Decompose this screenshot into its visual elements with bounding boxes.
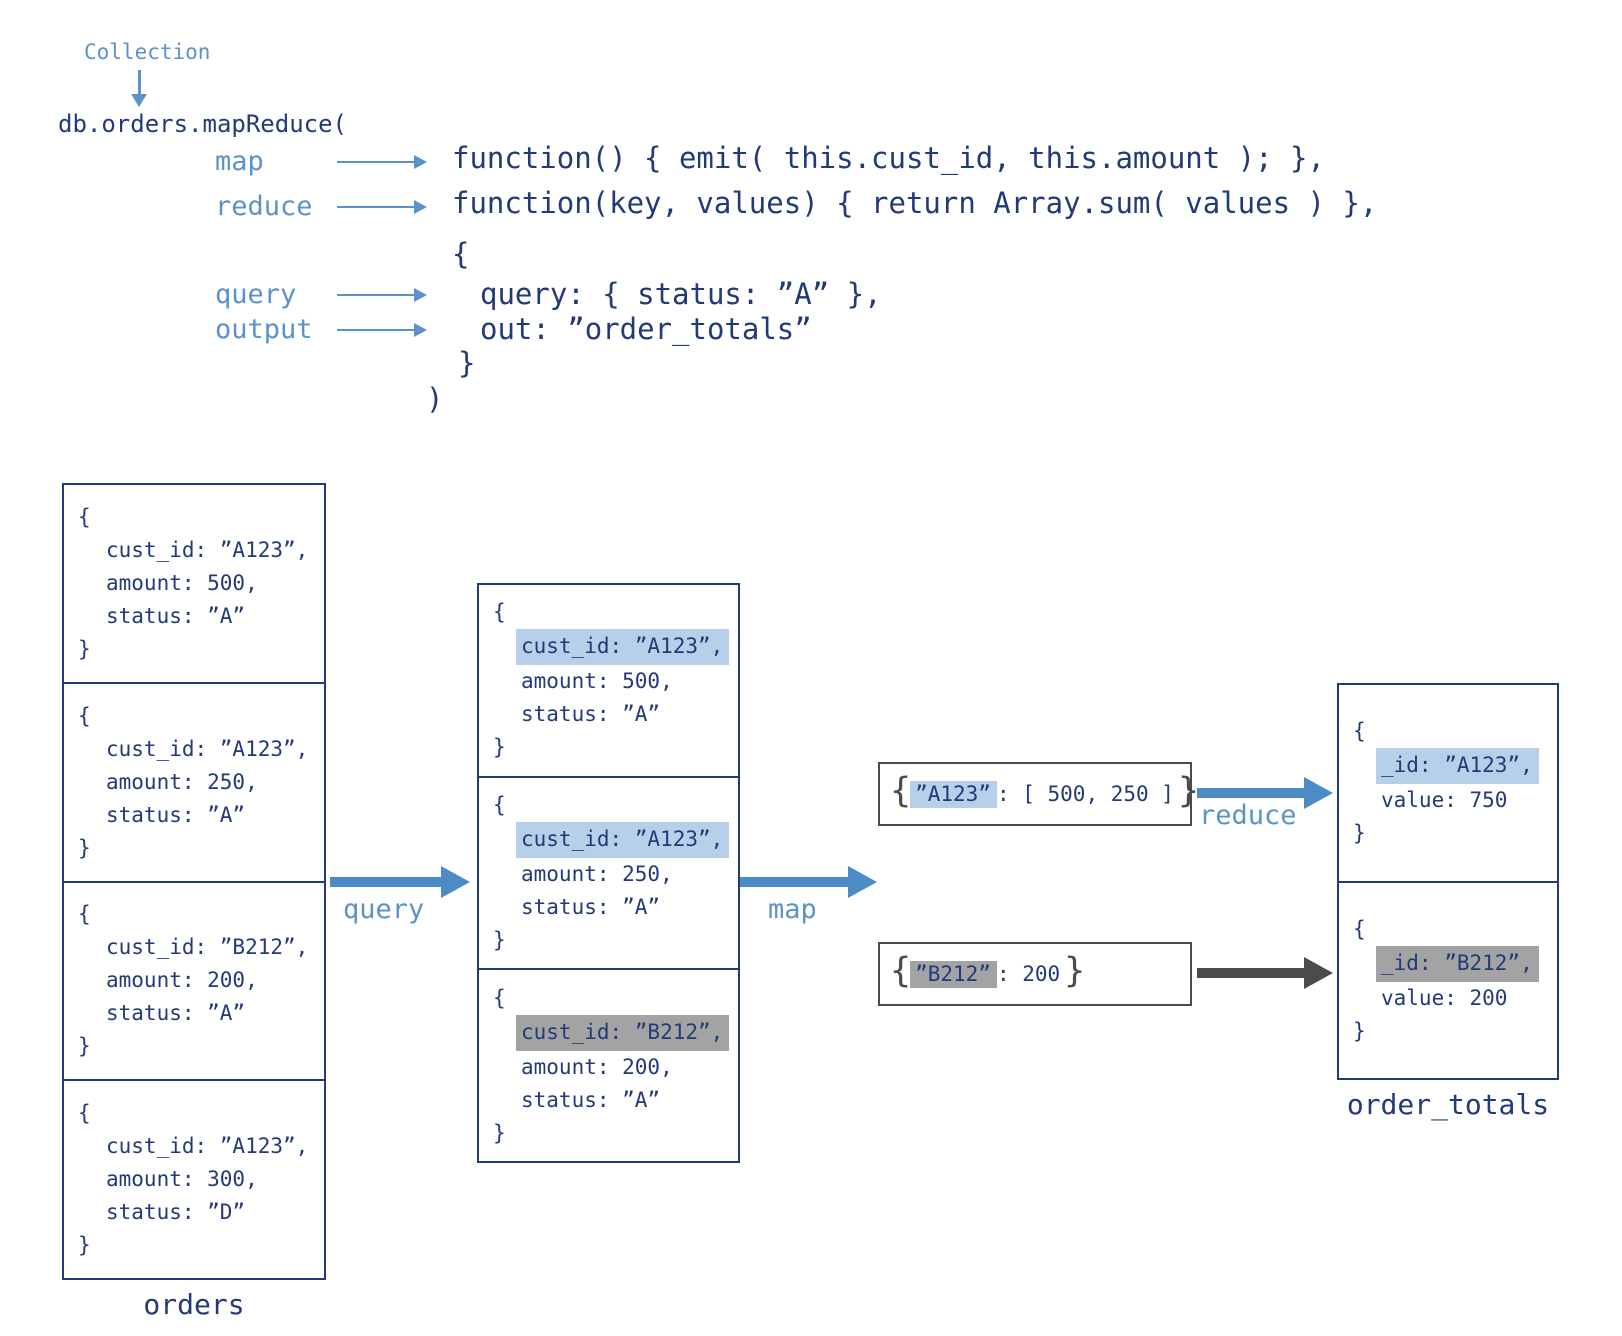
- value-field: value: 200: [1381, 985, 1508, 1010]
- total-doc-a123: { _id: ”A123”, value: 750 }: [1339, 685, 1557, 881]
- blue-key-highlight: ”A123”: [910, 780, 997, 808]
- map-function-code: function() { emit( this.cust_id, this.am…: [452, 141, 1325, 175]
- cust-id-field: cust_id: ”B212”,: [106, 935, 309, 960]
- options-close-brace: }: [458, 346, 476, 380]
- brace-open: {: [890, 770, 912, 811]
- brace-open: {: [78, 1101, 91, 1126]
- brace-close: }: [1353, 1018, 1366, 1043]
- brace-open: {: [1353, 719, 1366, 744]
- map-pointer-arrow-icon: [337, 153, 427, 171]
- cust-id-field-highlighted: cust_id: ”A123”,: [493, 629, 738, 666]
- query-option-code: query: { status: ”A” },: [480, 277, 882, 311]
- brace-close: }: [1064, 950, 1086, 991]
- status-field: status: ”D”: [106, 1200, 246, 1225]
- status-field: status: ”A”: [521, 702, 661, 727]
- amount-field: amount: 200,: [106, 968, 258, 993]
- order-totals-box-label: order_totals: [1346, 1088, 1550, 1121]
- amount-field: amount: 200,: [521, 1054, 673, 1079]
- map-param-label: map: [215, 146, 264, 177]
- order-doc-4: { cust_id: ”A123”, amount: 300, status: …: [64, 1079, 324, 1278]
- orders-box-label: orders: [143, 1288, 245, 1321]
- query-param-label: query: [215, 279, 297, 310]
- gray-key-highlight: cust_id: ”B212”,: [516, 1014, 730, 1051]
- collection-label: Collection: [84, 40, 211, 64]
- amount-field: amount: 250,: [521, 862, 673, 886]
- blue-key-highlight: cust_id: ”A123”,: [516, 822, 730, 858]
- filtered-doc-1: { cust_id: ”A123”, amount: 500, status: …: [479, 585, 738, 776]
- cust-id-field: cust_id: ”A123”,: [106, 537, 309, 562]
- brace-close: }: [493, 928, 506, 952]
- map-flow-label: map: [768, 894, 817, 925]
- status-field: status: ”A”: [106, 802, 246, 827]
- status-field: status: ”A”: [106, 603, 246, 628]
- brace-open: {: [493, 985, 506, 1010]
- id-field-highlighted: _id: ”B212”,: [1353, 945, 1557, 982]
- brace-close: }: [78, 636, 91, 661]
- brace-close: }: [1177, 770, 1200, 811]
- order-totals-box: { _id: ”A123”, value: 750 } { _id: ”B212…: [1337, 683, 1559, 1080]
- cust-id-field: cust_id: ”A123”,: [106, 736, 309, 761]
- reduce-param-label: reduce: [215, 191, 313, 222]
- brace-close: }: [78, 1233, 91, 1258]
- brace-open: {: [78, 703, 91, 728]
- output-param-label: output: [215, 314, 313, 345]
- pair-values: : 200: [996, 962, 1061, 986]
- options-open-brace: {: [452, 237, 470, 271]
- b212-passthrough-arrow-icon: [1197, 957, 1333, 989]
- output-pointer-arrow-icon: [337, 321, 427, 339]
- pair-values: : [ 500, 250 ]: [996, 782, 1174, 806]
- status-field: status: ”A”: [521, 1087, 661, 1112]
- brace-close: }: [78, 1034, 91, 1059]
- query-flow-arrow-icon: [330, 866, 470, 898]
- brace-open: {: [78, 504, 91, 529]
- amount-field: amount: 250,: [106, 769, 258, 794]
- brace-close: }: [493, 735, 506, 760]
- emitted-pair-a123-box: { ”A123” : [ 500, 250 ] }: [878, 762, 1199, 826]
- order-doc-3: { cust_id: ”B212”, amount: 200, status: …: [64, 880, 324, 1080]
- emitted-pair-b212-box: { ”B212” : 200 }: [878, 942, 1192, 1006]
- cust-id-field-highlighted: cust_id: ”A123”,: [493, 822, 738, 858]
- blue-key-highlight: _id: ”A123”,: [1376, 748, 1539, 785]
- map-flow-arrow-icon: [740, 866, 877, 898]
- brace-open: {: [890, 950, 912, 991]
- collection-pointer-arrow-icon: [131, 70, 147, 107]
- reduce-flow-label: reduce: [1199, 800, 1297, 831]
- cust-id-field-highlighted: cust_id: ”B212”,: [493, 1014, 738, 1051]
- amount-field: amount: 500,: [106, 570, 258, 595]
- status-field: status: ”A”: [521, 895, 661, 919]
- filtered-doc-2: { cust_id: ”A123”, amount: 250, status: …: [479, 775, 738, 969]
- amount-field: amount: 300,: [106, 1167, 258, 1192]
- filtered-docs-box: { cust_id: ”A123”, amount: 500, status: …: [477, 583, 740, 1163]
- status-field: status: ”A”: [106, 1001, 246, 1026]
- brace-open: {: [493, 793, 506, 817]
- order-doc-2: { cust_id: ”A123”, amount: 250, status: …: [64, 681, 324, 881]
- reduce-flow-arrow-icon: [1197, 777, 1333, 809]
- gray-key-highlight: ”B212”: [910, 960, 997, 988]
- blue-key-highlight: cust_id: ”A123”,: [516, 629, 730, 666]
- reduce-function-code: function(key, values) { return Array.sum…: [452, 186, 1378, 220]
- brace-open: {: [493, 600, 506, 625]
- order-doc-1: { cust_id: ”A123”, amount: 500, status: …: [64, 485, 324, 682]
- brace-open: {: [1353, 916, 1366, 941]
- brace-open: {: [78, 902, 91, 927]
- reduce-pointer-arrow-icon: [337, 198, 427, 216]
- value-field: value: 750: [1381, 788, 1508, 813]
- total-doc-b212: { _id: ”B212”, value: 200 }: [1339, 880, 1557, 1079]
- query-pointer-arrow-icon: [337, 286, 427, 304]
- brace-close: }: [493, 1120, 506, 1145]
- query-flow-label: query: [343, 894, 425, 925]
- gray-key-highlight: _id: ”B212”,: [1376, 945, 1539, 982]
- call-close-paren: ): [426, 382, 444, 416]
- filtered-doc-3: { cust_id: ”B212”, amount: 200, status: …: [479, 968, 738, 1161]
- id-field-highlighted: _id: ”A123”,: [1353, 748, 1557, 785]
- output-option-code: out: ”order_totals”: [480, 312, 812, 346]
- cust-id-field: cust_id: ”A123”,: [106, 1134, 309, 1159]
- brace-close: }: [78, 835, 91, 860]
- orders-collection-box: { cust_id: ”A123”, amount: 500, status: …: [62, 483, 326, 1280]
- mapreduce-call-line: db.orders.mapReduce(: [58, 110, 347, 138]
- amount-field: amount: 500,: [521, 669, 673, 694]
- brace-close: }: [1353, 821, 1366, 846]
